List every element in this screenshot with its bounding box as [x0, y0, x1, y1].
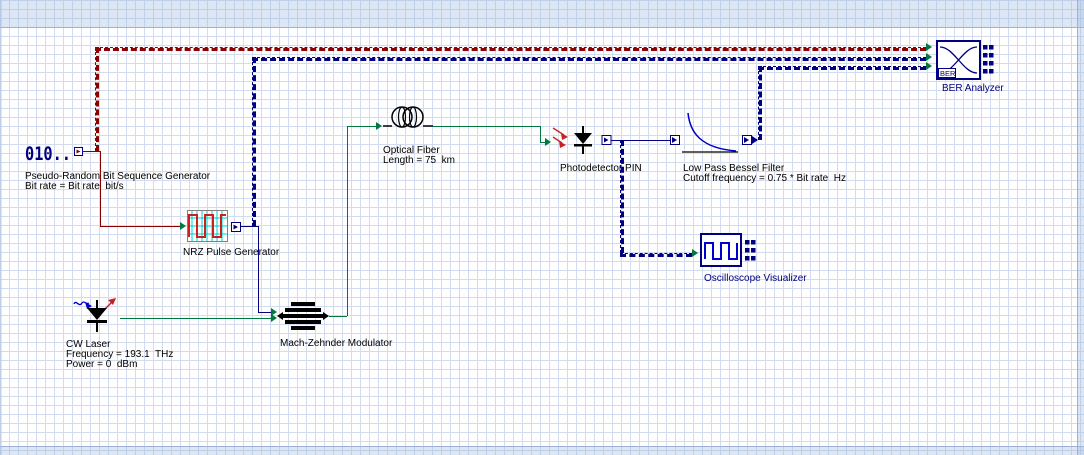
pin-input-port-arrow[interactable] [545, 138, 551, 146]
wire-lpf-to-ber-analyzer[interactable] [758, 66, 926, 70]
lpf-output-wire-arrow[interactable] [752, 136, 758, 144]
component-param: Length = 75 km [383, 155, 455, 166]
wire-fiber-to-pin[interactable] [540, 142, 545, 143]
mzm-electrical-input-port-arrow[interactable] [271, 308, 277, 316]
ber-port-block[interactable] [983, 45, 994, 74]
photodetector-pin-icon[interactable] [552, 126, 612, 158]
prbs-generator-icon[interactable]: 010.. [24, 138, 88, 168]
component-param: Power = 0 dBm [66, 359, 138, 370]
wire-nrz-to-mzm[interactable] [258, 226, 259, 312]
wire-branch-to-oscilloscope[interactable] [620, 140, 624, 253]
ber-icon-text: BER [940, 69, 956, 78]
component-label: NRZ Pulse Generator [183, 247, 280, 258]
low-pass-bessel-filter-icon[interactable] [680, 110, 742, 158]
component-param: Bit rate = Bit rate bit/s [25, 181, 124, 192]
wire-prbs-to-ber-analyzer[interactable] [95, 47, 99, 151]
wire-branch-to-oscilloscope[interactable] [620, 253, 692, 257]
wire-nrz-to-mzm[interactable] [240, 226, 258, 227]
component-label: Mach-Zehnder Modulator [280, 338, 393, 349]
oscilloscope-port-block[interactable] [745, 240, 756, 261]
cw-laser-icon[interactable] [72, 296, 122, 336]
oscilloscope-visualizer-icon[interactable] [700, 233, 756, 269]
optical-fiber-icon[interactable] [383, 102, 433, 136]
ber-input-port-arrow-1[interactable] [926, 43, 932, 51]
component-label: Pseudo-Random Bit Sequence Generator [25, 171, 211, 182]
wire-fiber-to-pin[interactable] [540, 126, 541, 142]
component-param: Cutoff frequency = 0.75 * Bit rate Hz [683, 173, 846, 184]
wire-nrz-to-ber-analyzer[interactable] [252, 57, 256, 226]
lpf-input-port[interactable] [670, 135, 680, 145]
page-margin-bottom [0, 446, 1084, 455]
mzm-optical-input-port-arrow[interactable] [271, 314, 277, 322]
wire-pin-to-lpf[interactable] [611, 140, 670, 141]
page-margin-top [0, 0, 1084, 28]
oscilloscope-input-port-arrow[interactable] [692, 249, 698, 257]
wire-nrz-to-ber-analyzer[interactable] [252, 57, 926, 61]
wire-prbs-to-nrz[interactable] [82, 151, 100, 152]
ber-analyzer-icon[interactable]: BER [936, 40, 994, 82]
prbs-icon-text: 010.. [25, 143, 71, 165]
wire-fiber-to-pin[interactable] [433, 126, 540, 127]
page-margin-left [0, 0, 2, 455]
component-label: Low Pass Bessel Filter [683, 163, 785, 174]
wire-mzm-to-fiber[interactable] [347, 126, 348, 316]
component-label: CW Laser [66, 339, 111, 350]
component-label: Photodetector PIN [560, 163, 642, 174]
wire-nrz-to-mzm[interactable] [258, 312, 271, 313]
component-label: Oscilloscope Visualizer [704, 273, 807, 284]
nrz-pulse-generator-icon[interactable] [187, 210, 241, 242]
ber-input-port-arrow-3[interactable] [926, 62, 932, 70]
wire-cw-laser-to-mzm[interactable] [120, 318, 271, 319]
mach-zehnder-modulator-icon[interactable] [277, 300, 329, 332]
wire-mzm-to-fiber[interactable] [329, 316, 347, 317]
nrz-input-port-arrow[interactable] [180, 222, 186, 230]
wire-prbs-to-nrz[interactable] [100, 226, 180, 227]
ber-input-port-arrow-2[interactable] [926, 53, 932, 61]
wire-prbs-to-nrz[interactable] [100, 151, 101, 226]
lpf-output-port[interactable] [742, 135, 752, 145]
wire-prbs-to-ber-analyzer[interactable] [95, 47, 926, 51]
fiber-input-port-arrow[interactable] [376, 122, 382, 130]
wire-mzm-to-fiber[interactable] [347, 126, 376, 127]
component-param: Frequency = 193.1 THz [66, 349, 174, 360]
component-label: BER Analyzer [942, 83, 1004, 94]
component-label: Optical Fiber [383, 145, 440, 156]
page-margin-right [1077, 0, 1084, 455]
wire-lpf-to-ber-analyzer[interactable] [758, 66, 762, 140]
